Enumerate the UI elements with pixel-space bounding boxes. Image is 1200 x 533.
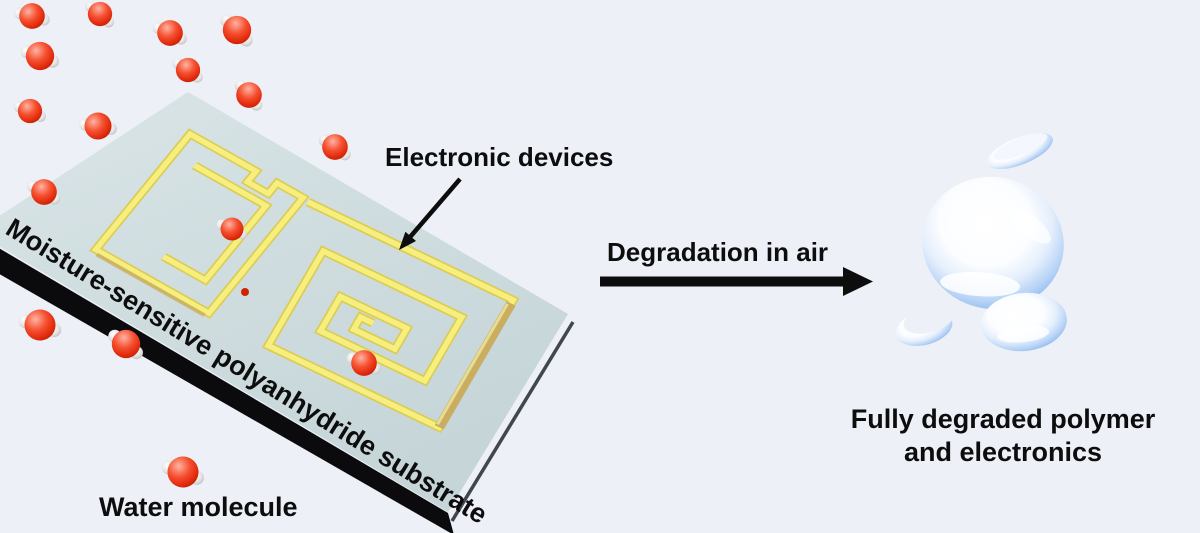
- droplet-sliver: [987, 132, 1053, 170]
- result-caption-line1: Fully degraded polymer: [851, 404, 1156, 434]
- degradation-annotation: Degradation in air: [600, 237, 873, 296]
- loop-antenna-3d-edge: [95, 252, 206, 317]
- pointer-arrow-head-icon: [399, 231, 416, 250]
- pointer-arrow-shaft: [405, 177, 462, 242]
- result-caption-line2: and electronics: [904, 437, 1102, 467]
- substrate-edge-line: [450, 321, 575, 522]
- water-molecule-label: Water molecule: [99, 492, 298, 522]
- spiral-coil-3d-bar: [434, 301, 516, 430]
- droplet-group: [895, 132, 1067, 352]
- droplet-small: [981, 292, 1067, 352]
- electronic-devices-annotation: Electronic devices: [385, 142, 613, 250]
- electronic-devices-label: Electronic devices: [385, 142, 613, 172]
- loop-antenna-path: [91, 130, 308, 317]
- degradation-label: Degradation in air: [607, 237, 828, 267]
- droplet-crescent: [895, 305, 955, 347]
- substrate-edge-band: [0, 248, 454, 533]
- process-arrow-head-icon: [843, 267, 873, 296]
- result-caption: Fully degraded polymer and electronics: [851, 404, 1156, 467]
- droplet-large: [922, 176, 1064, 310]
- spiral-coil-3d-bar-highlight: [436, 303, 509, 425]
- loop-antenna-trace: [89, 128, 310, 319]
- via-dot: [241, 288, 249, 296]
